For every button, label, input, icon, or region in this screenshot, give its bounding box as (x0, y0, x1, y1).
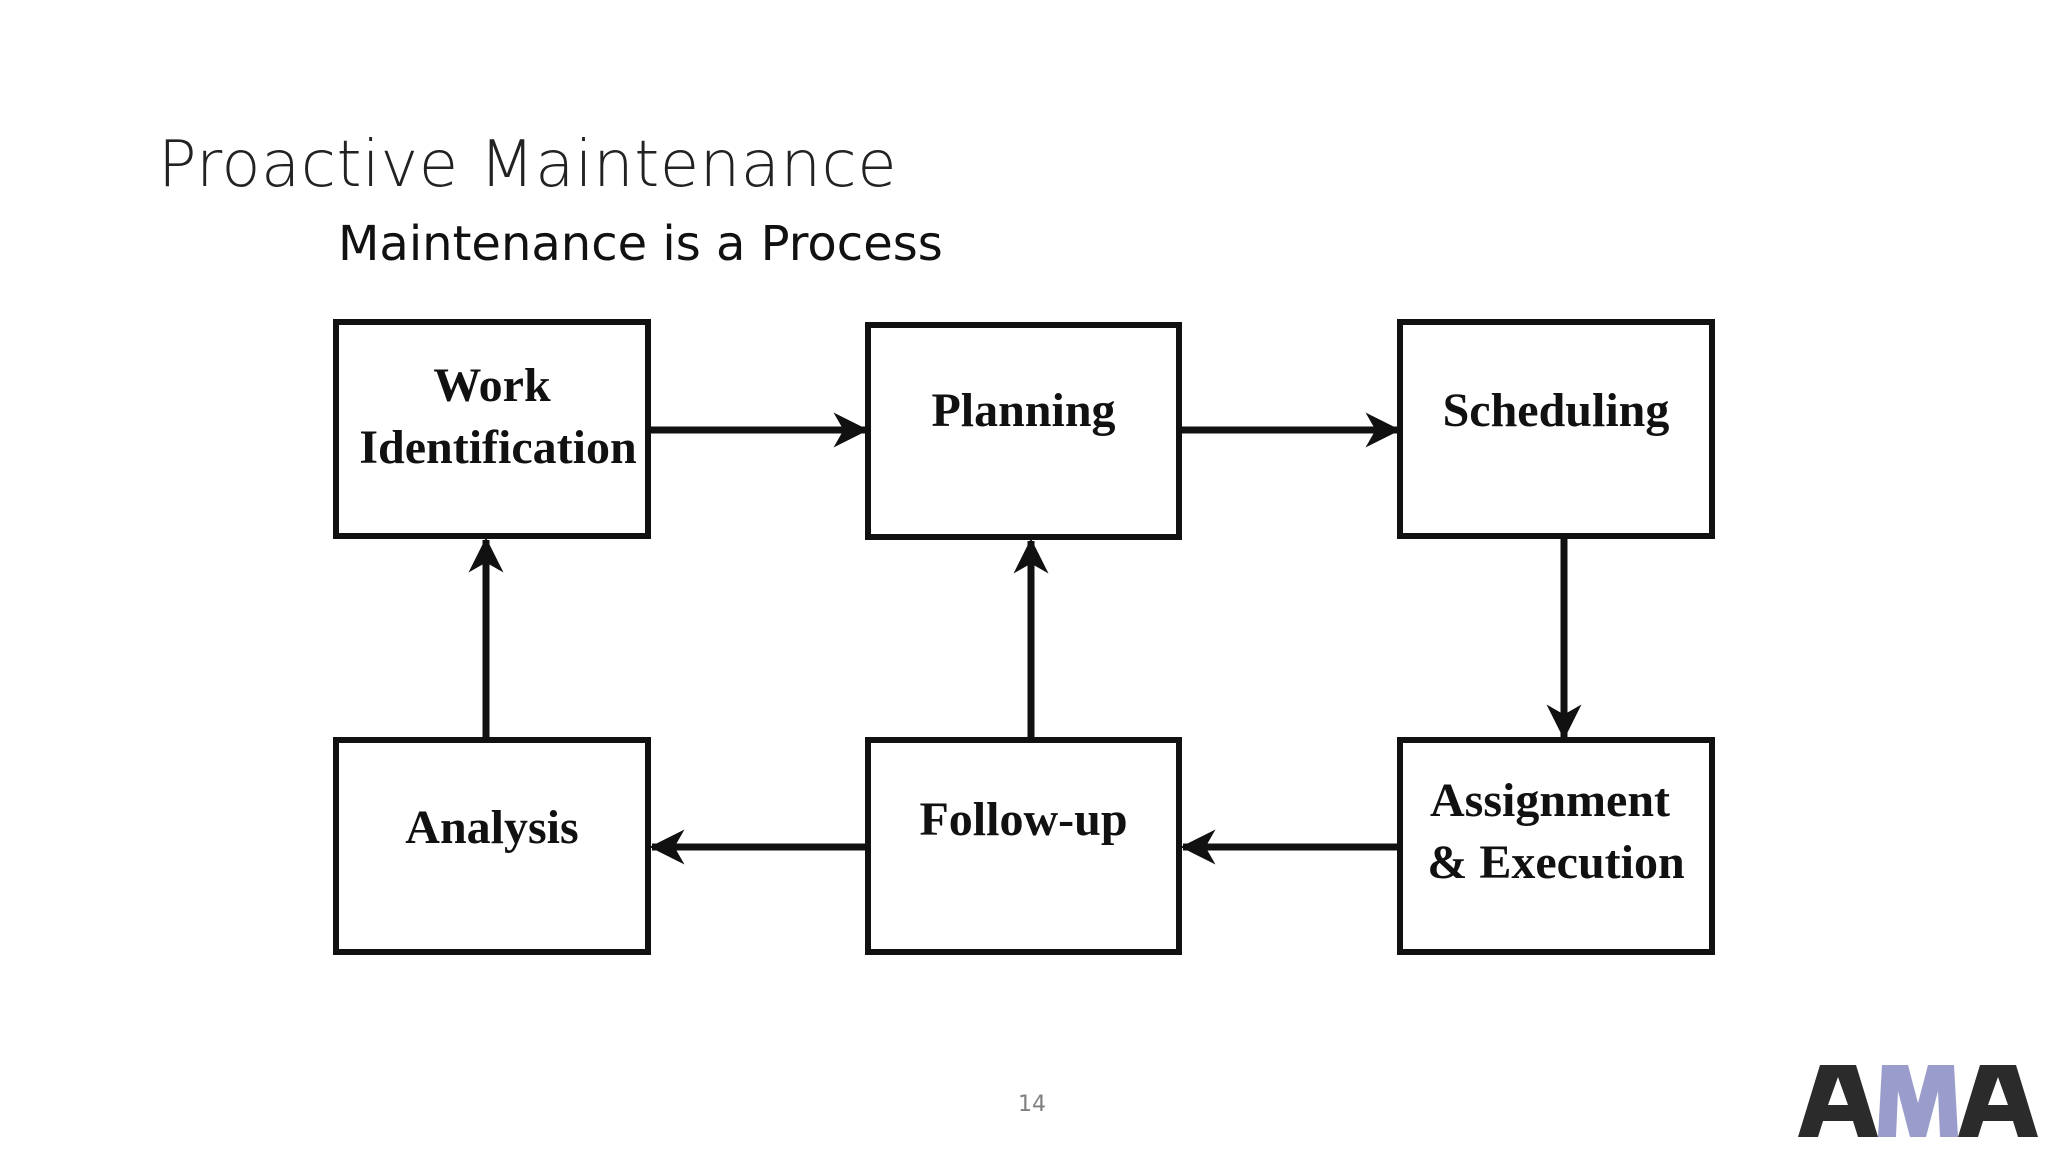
slide-subtitle: Maintenance is a Process (338, 216, 943, 272)
node-work-identification-line-1: Work (433, 359, 551, 412)
node-assignment-execution-line-2: & Execution (1427, 836, 1685, 889)
node-planning-box: Planning (865, 322, 1182, 540)
node-analysis-line-1: Analysis (405, 801, 579, 854)
slide-title: Proactive Maintenance (158, 128, 898, 202)
node-analysis-box: Analysis (333, 737, 651, 955)
logo-letter-m (1878, 1065, 1958, 1137)
node-work-identification-box: Work Identification (333, 319, 651, 539)
ama-logo (1798, 1065, 2038, 1137)
node-follow-up-line-1: Follow-up (919, 793, 1128, 846)
node-follow-up-box: Follow-up (865, 737, 1182, 955)
node-scheduling-line-1: Scheduling (1442, 384, 1670, 437)
node-planning-line-1: Planning (931, 384, 1116, 437)
node-scheduling-box: Scheduling (1397, 319, 1715, 539)
node-assignment-execution-label: Assignment & Execution (1403, 770, 1709, 894)
logo-letter-a2 (1958, 1065, 2038, 1137)
node-planning-label: Planning (871, 380, 1176, 442)
logo-letter-a1 (1798, 1065, 1878, 1137)
node-analysis-label: Analysis (339, 797, 645, 859)
page-number: 14 (1018, 1092, 1046, 1117)
node-follow-up-label: Follow-up (871, 789, 1176, 851)
node-scheduling-label: Scheduling (1403, 380, 1709, 442)
node-work-identification-label: Work Identification (339, 355, 645, 479)
node-assignment-execution-line-1: Assignment (1429, 774, 1671, 827)
node-work-identification-line-2: Identification (359, 421, 637, 474)
node-assignment-execution-box: Assignment & Execution (1397, 737, 1715, 955)
